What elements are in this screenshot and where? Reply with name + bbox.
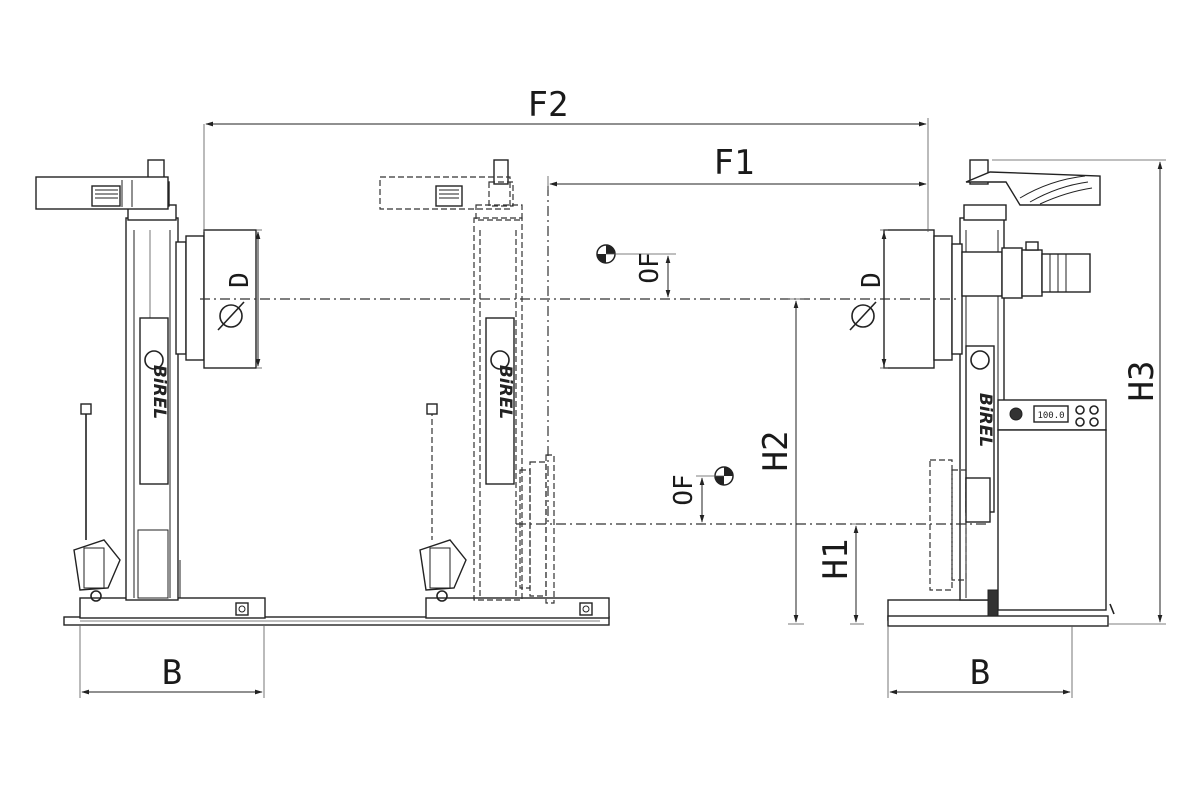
brand-label-middle: BiREL [495,365,515,419]
of-lower-label: OF [669,474,699,505]
h3-label: H3 [1122,361,1162,402]
dim-d-right: D [849,229,888,369]
f1-label: F1 [714,143,755,183]
dim-b-right: B [887,626,1073,698]
left-column: BiREL [35,159,266,619]
dim-d-left: D [217,229,262,369]
of-upper-label: OF [635,252,665,283]
brand-label-left: BiREL [149,365,169,419]
dim-h2: H2 [756,298,804,625]
dim-h3: H3 [992,159,1166,625]
f2-label: F2 [528,85,569,125]
base-rail [63,616,610,626]
brand-plate-middle [485,317,515,485]
dim-of-lower: OF [669,466,734,523]
diameter-symbol-right-icon [849,301,877,331]
diameter-symbol-left-icon [217,301,245,331]
centerlines [200,186,990,525]
dim-h1: H1 [816,523,864,625]
d-left-label: D [225,272,255,288]
brand-plate-left [139,317,169,485]
d-right-label: D [857,272,887,288]
panel-display: 100.0 [1037,411,1064,421]
b-right-label: B [970,653,990,693]
right-column: BiREL 100.0 [883,159,1115,627]
h2-label: H2 [756,431,796,472]
dim-f1: F1 [547,143,927,190]
control-cabinet [997,429,1107,611]
h1-label: H1 [816,539,856,580]
dim-b-left: B [79,626,265,698]
dim-of-upper: OF [596,244,676,298]
dim-f2: F2 [203,85,929,232]
b-left-label: B [162,653,182,693]
middle-column: BiREL [379,159,610,619]
brand-label-right: BiREL [975,393,995,447]
